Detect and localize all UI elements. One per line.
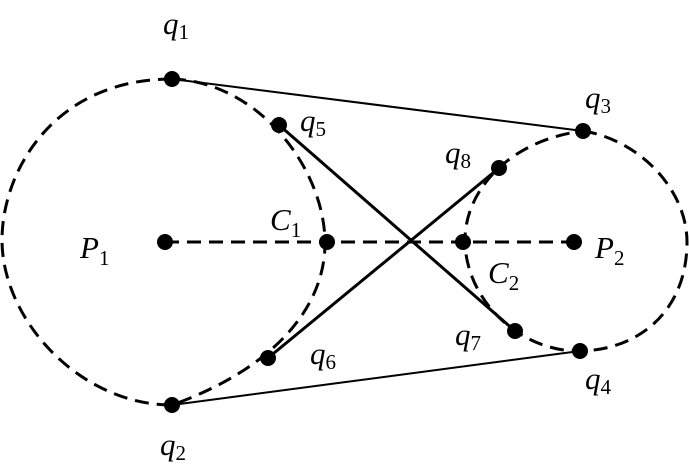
label-P2: P2 xyxy=(594,230,624,270)
point-q2 xyxy=(164,397,180,413)
label-q5: q5 xyxy=(300,103,326,141)
label-q1: q1 xyxy=(163,6,189,44)
label-C2: C2 xyxy=(488,255,519,295)
point-q5 xyxy=(271,117,287,133)
label-q6: q6 xyxy=(310,336,336,374)
label-C1: C1 xyxy=(270,202,301,242)
point-q7 xyxy=(507,323,523,339)
point-P1 xyxy=(157,234,173,250)
point-C2 xyxy=(455,234,471,250)
label-q2: q2 xyxy=(160,427,186,464)
point-q4 xyxy=(572,343,588,359)
label-P1: P1 xyxy=(79,230,109,270)
line-q6-q8 xyxy=(267,166,500,360)
point-P2 xyxy=(566,234,582,250)
left-outer-circle xyxy=(0,77,173,407)
point-q6 xyxy=(260,350,276,366)
label-q8: q8 xyxy=(445,135,471,173)
tangent-q1-q3 xyxy=(171,78,584,132)
line-q5-q7 xyxy=(278,123,516,333)
label-q4: q4 xyxy=(585,361,612,399)
label-q3: q3 xyxy=(585,80,611,118)
point-q3 xyxy=(575,123,591,139)
point-q1 xyxy=(164,71,180,87)
tangent-q2-q4 xyxy=(171,350,581,406)
point-C1 xyxy=(319,234,335,250)
label-q7: q7 xyxy=(455,317,481,355)
point-q8 xyxy=(491,160,507,176)
